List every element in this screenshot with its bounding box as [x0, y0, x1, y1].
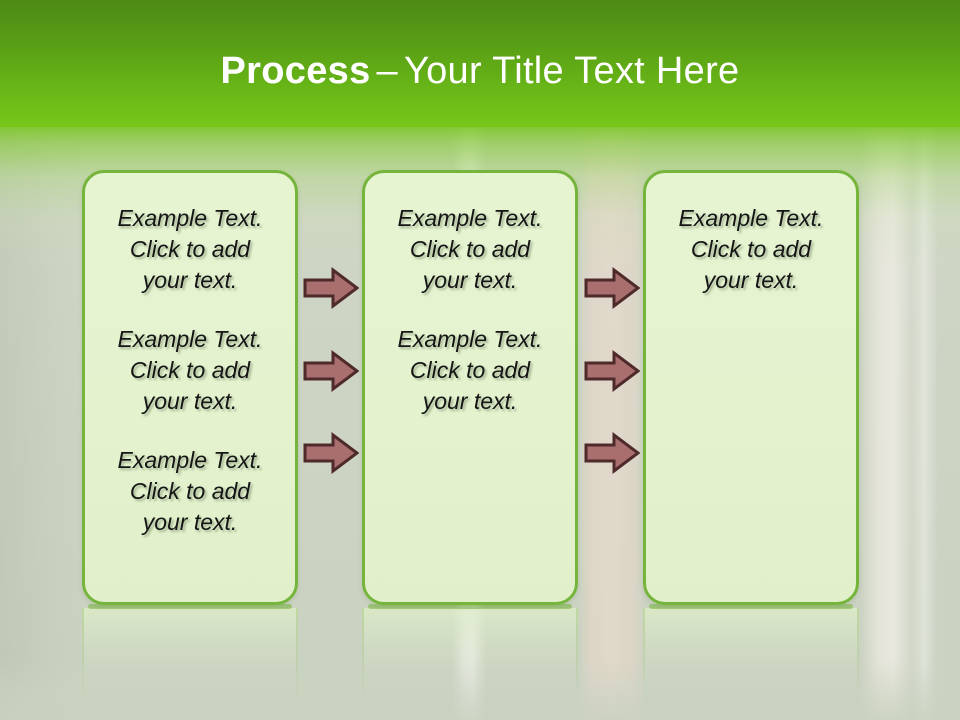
title-banner: [0, 0, 960, 127]
page-title: Process–Your Title Text Here: [0, 48, 960, 94]
process-box-3-content: Example Text. Click to add your text.: [646, 173, 856, 296]
process-box-1-paragraph-1[interactable]: Example Text. Click to add your text.: [117, 205, 263, 293]
process-box-2-paragraph-2[interactable]: Example Text. Click to add your text.: [397, 326, 543, 414]
process-box-1-paragraph-2[interactable]: Example Text. Click to add your text.: [117, 326, 263, 414]
process-box-3-paragraph-1[interactable]: Example Text. Click to add your text.: [678, 205, 824, 293]
page-title-dash: –: [376, 50, 398, 92]
arrow-right-icon-1-1[interactable]: [303, 267, 359, 309]
process-box-1-paragraph-3[interactable]: Example Text. Click to add your text.: [117, 447, 263, 535]
page-title-strong: Process: [220, 50, 371, 92]
reflection-cap-1: [88, 604, 292, 609]
reflection-cap-3: [649, 604, 853, 609]
reflection-cap-2: [368, 604, 572, 609]
arrow-right-icon-2-2[interactable]: [584, 350, 640, 392]
process-box-3[interactable]: Example Text. Click to add your text.: [643, 170, 859, 605]
arrow-right-icon-1-3[interactable]: [303, 432, 359, 474]
arrow-right-icon-1-2[interactable]: [303, 350, 359, 392]
process-box-1-content: Example Text. Click to add your text. Ex…: [85, 173, 295, 538]
arrow-right-icon-2-1[interactable]: [584, 267, 640, 309]
arrow-right-icon-2-3[interactable]: [584, 432, 640, 474]
process-box-1[interactable]: Example Text. Click to add your text. Ex…: [82, 170, 298, 605]
process-box-2-content: Example Text. Click to add your text. Ex…: [365, 173, 575, 417]
page-title-rest: Your Title Text Here: [403, 50, 740, 92]
floor-fade: [0, 660, 960, 720]
process-box-2[interactable]: Example Text. Click to add your text. Ex…: [362, 170, 578, 605]
process-box-2-paragraph-1[interactable]: Example Text. Click to add your text.: [397, 205, 543, 293]
